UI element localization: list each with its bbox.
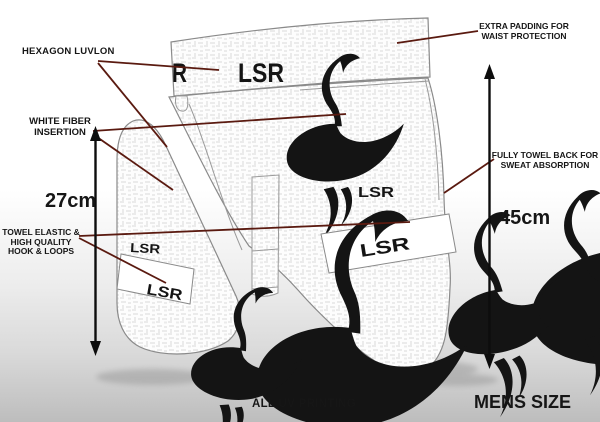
waistband-branding: R LSR [172, 53, 404, 241]
footer-mens-size: MENS SIZE [474, 392, 572, 412]
label-line: EXTRA PADDING FOR [479, 21, 569, 31]
outer-pad-branding: LSR [358, 109, 600, 422]
measure-arrow-outer [484, 64, 495, 369]
line-hexagon-to-waistband [97, 60, 220, 71]
label-hexagon-luvlon: HEXAGON LUVLON [22, 46, 115, 57]
label-line: SWEAT ABSORPTION [500, 160, 590, 170]
label-line: FULLY TOWEL BACK FOR [491, 150, 599, 160]
measure-arrow-inner [90, 126, 101, 356]
footer-uv-printing: ALL UV PRINTING [252, 398, 356, 410]
line-extrapadding [396, 30, 479, 44]
outer-pad-measurement: 45cm [499, 207, 551, 229]
waistband-tab [175, 95, 189, 112]
label-line: TOWEL ELASTIC & [2, 227, 80, 237]
outer-pad-top-seam [299, 80, 430, 91]
connector-strap [251, 174, 280, 297]
label-white-fiber-insertion: WHITE FIBER INSERTION [26, 116, 94, 138]
line-towel-to-inner-band [78, 237, 167, 284]
waistband-logo-text: LSR [238, 58, 284, 88]
inner-pad-strap-band: LSR [116, 253, 314, 422]
waistband [170, 17, 431, 97]
line-fullytowel [443, 158, 495, 194]
label-extra-padding: EXTRA PADDING FOR WAIST PROTECTION [468, 21, 580, 41]
inner-pad-measurement: 27cm [45, 190, 97, 212]
inner-pad-shadow [96, 369, 208, 385]
outer-pad-logo-text: LSR [358, 184, 394, 201]
outer-pad-right-seam [424, 78, 440, 201]
outer-pad-left-seam [188, 103, 243, 251]
label-line: HOOK & LOOPS [7, 246, 75, 256]
inner-band-logo-text: LSR [145, 281, 184, 304]
line-hexagon-to-inner-pad [97, 62, 168, 148]
label-line: WAIST PROTECTION [481, 31, 567, 41]
label-fully-towel-back: FULLY TOWEL BACK FOR SWEAT ABSORPTION [489, 150, 600, 170]
line-whitefiber-to-outer-pad [92, 113, 347, 132]
annotation-lines [78, 30, 495, 284]
label-line: INSERTION [34, 127, 86, 138]
label-line: WHITE FIBER [29, 116, 91, 127]
waistband-partial-letter: R [172, 58, 187, 88]
inner-pad-logo-text: LSR [130, 240, 161, 257]
inner-pad-branding: LSR [130, 195, 485, 422]
line-whitefiber-to-inner-pad [96, 136, 174, 191]
label-towel-elastic: TOWEL ELASTIC & HIGH QUALITY HOOK & LOOP… [2, 227, 80, 257]
line-towel-to-outer-band [78, 221, 411, 237]
label-line: HIGH QUALITY [10, 236, 72, 247]
